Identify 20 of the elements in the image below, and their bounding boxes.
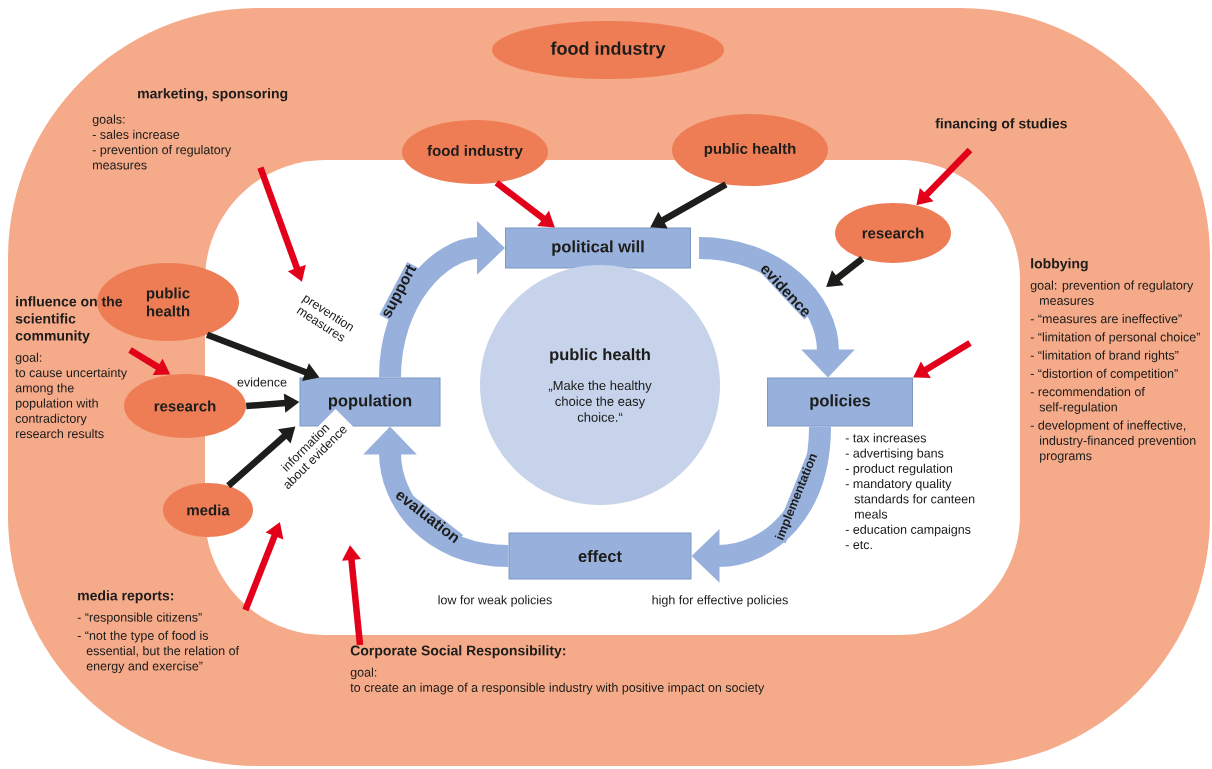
ellipse-node: food industry xyxy=(402,120,548,184)
node-label: - advertising bans xyxy=(845,448,944,461)
circle-node: public health „Make the healthy choice the easy choice.“ xyxy=(480,265,720,505)
node-label: - tax increases xyxy=(845,433,927,443)
annotation-text: lobbying goal: prevention of regulatory measures - “measures are ineffective” - “limitation of personal choice” - “limitation of brand rights” - “distortion of competition” - recommendation of self-regulation - development of ineffective, industry-financed prevention programs xyxy=(1030,258,1200,463)
caption-text: high for effective policies xyxy=(652,595,788,607)
node-label: - mandatory quality standards for canteen meals xyxy=(845,478,975,519)
annotation-text: financing of studies xyxy=(935,118,1067,132)
caption-text: low for weak policies xyxy=(438,595,552,607)
ellipse-node: public health xyxy=(672,114,828,186)
node-label: - education campaigns xyxy=(845,524,971,537)
bullet-list: - tax increases - advertising bans - product regulation - mandatory quality standards for canteen meals - education campaigns - etc. xyxy=(845,433,975,550)
ellipse-node: media xyxy=(163,483,253,537)
annotation-text: Corporate Social Responsibility: goal: to create an image of a responsible industry with positive impact on society xyxy=(350,645,765,695)
ellipse-node: research xyxy=(835,203,951,263)
node-label: - product regulation xyxy=(845,463,953,476)
annotation-text: media reports: - “responsible citizens” - “not the type of food is essential, but the relation of energy and exercise” xyxy=(77,590,240,673)
ellipse-node: food industry xyxy=(492,21,724,79)
node-label: - etc. xyxy=(845,540,872,550)
annotation-text: marketing, sponsoring goals: - sales increase - prevention of regulatory measures xyxy=(92,88,288,170)
